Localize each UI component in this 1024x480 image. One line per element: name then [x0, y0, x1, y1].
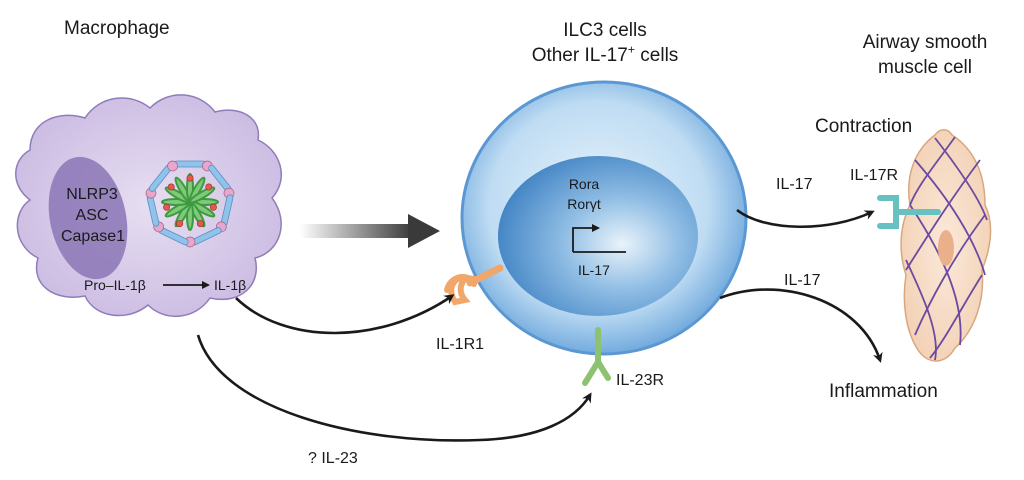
rora-label: Rora [568, 176, 600, 192]
arrow-il17-to-muscle [736, 208, 875, 229]
il17r-label: IL-17R [850, 167, 899, 184]
airway-muscle-cell [900, 129, 992, 362]
il1r1-receptor [444, 264, 504, 306]
gene-promoter-arrow [572, 224, 600, 252]
il17-arrow-label-top: IL-17 [776, 176, 813, 193]
rorgt-label: Rorγt [567, 196, 601, 212]
asc-label: ASC [75, 207, 109, 224]
ilc3-nucleus [498, 156, 698, 316]
macrophage-title: Macrophage [64, 18, 170, 39]
inflammation-label: Inflammation [829, 381, 938, 402]
ilc3-title-line2: Other IL-17+ cells [531, 42, 679, 66]
arrow-il23-to-il23r [196, 334, 592, 442]
il1r1-label: IL-1R1 [436, 336, 485, 353]
ilc3-title-line1: ILC3 cells [563, 20, 647, 41]
il23-arrow-label: ? IL-23 [308, 450, 358, 467]
arrow-il1b-to-il1r1 [235, 294, 455, 335]
ilc3-cell [460, 80, 748, 356]
nlrp3-label: NLRP3 [66, 186, 118, 203]
arrow-il17-to-inflammation [719, 288, 883, 363]
il17-arrow-label-bottom: IL-17 [784, 272, 821, 289]
airway-title-line1: Airway smooth [862, 32, 988, 53]
nucleus-il17-label: IL-17 [578, 262, 610, 278]
macrophage-nucleus [48, 156, 128, 280]
il17r-receptor [877, 195, 941, 229]
inflammasome-complex [145, 160, 235, 248]
muscle-nucleus [938, 230, 954, 266]
il1b-label: IL-1β [214, 277, 247, 293]
il23r-label: IL-23R [616, 372, 665, 389]
il23r-receptor [582, 327, 611, 386]
airway-title-line2: muscle cell [878, 57, 972, 78]
contraction-label: Contraction [815, 116, 913, 137]
pro-il1b-label: Pro–IL-1β [84, 277, 146, 293]
big-transition-arrow [300, 214, 440, 248]
capase1-label: Capase1 [60, 228, 126, 245]
